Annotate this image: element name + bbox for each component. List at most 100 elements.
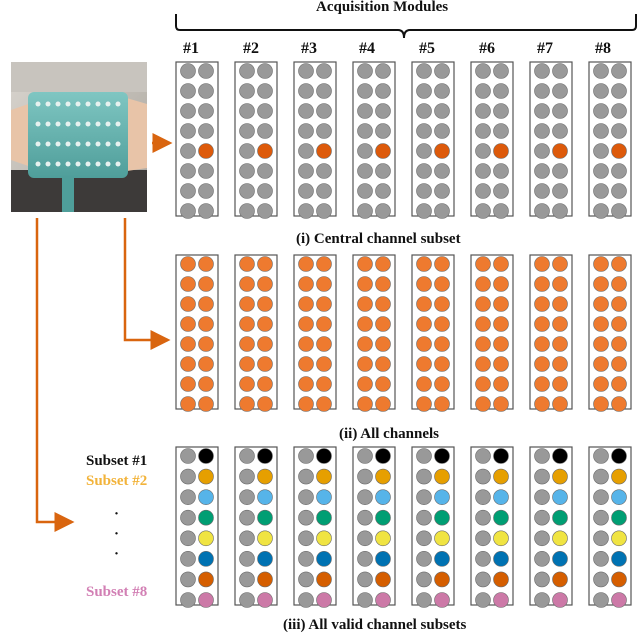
arrows [35,133,173,532]
electrode [611,143,627,159]
electrode [475,256,491,272]
electrode [375,396,391,412]
electrode [257,63,273,79]
sleeve-electrode-dot [75,101,81,107]
electrode [239,551,255,567]
sleeve-electrode-dot [75,121,81,127]
electrode [257,448,273,464]
electrode [611,571,627,588]
sleeve-electrode-dot [45,161,51,167]
electrode [357,571,373,588]
electrode [416,468,432,485]
electrode [611,203,627,219]
electrode [552,163,568,179]
electrode [180,143,196,159]
electrode [257,83,273,99]
electrode [298,530,314,547]
electrode [257,336,273,352]
electrode [239,489,255,505]
electrode [534,551,550,567]
electrode [416,83,432,99]
subset-8-label: Subset #8 [86,584,148,600]
electrode [239,530,255,547]
electrode [493,396,509,412]
electrode [493,509,509,526]
electrode [552,296,568,312]
electrode [611,276,627,292]
electrode [434,448,450,464]
electrode [534,63,550,79]
electrode [198,316,214,332]
sleeve-electrode-dot [105,121,111,127]
electrode [257,143,273,159]
electrode [611,530,627,547]
electrode [257,123,273,139]
electrode [593,256,609,272]
electrode [534,183,550,199]
electrode [198,592,214,608]
electrode [552,551,568,567]
electrode [611,356,627,372]
module-number-label: #4 [359,40,375,57]
sleeve-electrode-dot [115,141,121,147]
electrode [375,276,391,292]
electrode [375,551,391,567]
electrode [552,256,568,272]
electrode [552,203,568,219]
electrode [593,448,609,464]
electrode [593,143,609,159]
sleeve-electrode-dot [55,141,61,147]
electrode [198,489,214,505]
sleeve-electrode-dot [65,161,71,167]
electrode [316,592,332,608]
electrode [198,163,214,179]
electrode [316,396,332,412]
electrode [239,509,255,526]
electrode [198,468,214,485]
electrode [257,489,273,505]
electrode [375,83,391,99]
electrode [416,276,432,292]
electrode [593,336,609,352]
electrode [239,376,255,392]
electrode [375,123,391,139]
electrode [180,63,196,79]
electrode [416,163,432,179]
electrode [257,468,273,485]
electrode [316,356,332,372]
electrode [534,509,550,526]
electrode [475,296,491,312]
electrode [198,143,214,159]
electrode [316,163,332,179]
electrode [552,83,568,99]
electrode [180,509,196,526]
electrode [257,103,273,119]
sleeve-electrode-dot [95,141,101,147]
electrode [611,448,627,464]
electrode [198,276,214,292]
electrode [434,63,450,79]
electrode [534,203,550,219]
electrode [593,63,609,79]
electrode [434,356,450,372]
electrode [493,123,509,139]
electrode [239,103,255,119]
electrode [180,468,196,485]
sleeve-electrode-dot [45,101,51,107]
acquisition-modules-title: Acquisition Modules [316,0,449,15]
sleeve-electrode-dot [105,161,111,167]
electrode [493,103,509,119]
electrode [357,103,373,119]
electrode [316,143,332,159]
electrode [493,183,509,199]
electrode [475,489,491,505]
electrode [357,448,373,464]
electrode [493,276,509,292]
sleeve-electrode-dot [75,141,81,147]
electrode [239,571,255,588]
electrode [357,296,373,312]
electrode [475,551,491,567]
sleeve-electrode-dot [75,161,81,167]
electrode [316,489,332,505]
electrode [298,316,314,332]
